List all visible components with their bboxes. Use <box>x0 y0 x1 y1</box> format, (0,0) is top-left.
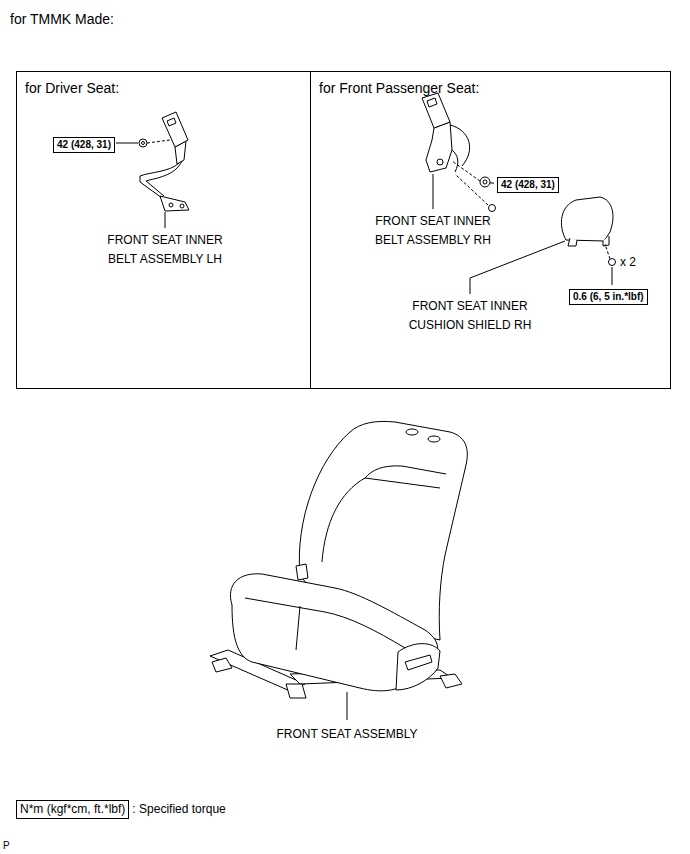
torque-box: 42 (428, 31) <box>497 177 559 193</box>
torque-value: 42 (428, 31) <box>57 139 111 151</box>
legend-text: N*m (kgf*cm, ft.*lbf) <box>20 802 125 817</box>
legend-note: : Specified torque <box>132 800 225 819</box>
panel-heading: for Driver Seat: <box>17 72 310 97</box>
torque-box: 0.6 (6, 5 in.*lbf) <box>569 289 648 305</box>
torque-box: 42 (428, 31) <box>53 137 115 153</box>
seat-drawing <box>210 421 467 720</box>
part-name: FRONT SEAT INNER BELT ASSEMBLY RH <box>371 212 495 250</box>
belt-lh-drawing <box>116 112 189 228</box>
seat-panel: for Driver Seat: 42 (428, 31) <box>16 71 311 389</box>
cushion-shield-drawing <box>470 197 616 294</box>
quantity: x 2 <box>620 253 636 272</box>
seat-panel: for Front Passenger Seat: 42 (428, 31) 0.6… <box>310 71 671 389</box>
part-name: FRONT SEAT ASSEMBLY <box>247 725 447 744</box>
page-title: for TMMK Made: <box>10 11 114 28</box>
panel-heading: for Front Passenger Seat: <box>311 72 670 97</box>
part-name: FRONT SEAT INNER CUSHION SHIELD RH <box>406 297 534 335</box>
torque-value: 0.6 (6, 5 in.*lbf) <box>573 291 644 303</box>
page-code: P <box>3 836 10 854</box>
torque-value: 42 (428, 31) <box>501 179 555 191</box>
part-name: FRONT SEAT INNER BELT ASSEMBLY LH <box>103 231 227 269</box>
legend-box: N*m (kgf*cm, ft.*lbf) <box>16 800 129 819</box>
belt-rh-drawing <box>422 93 496 212</box>
